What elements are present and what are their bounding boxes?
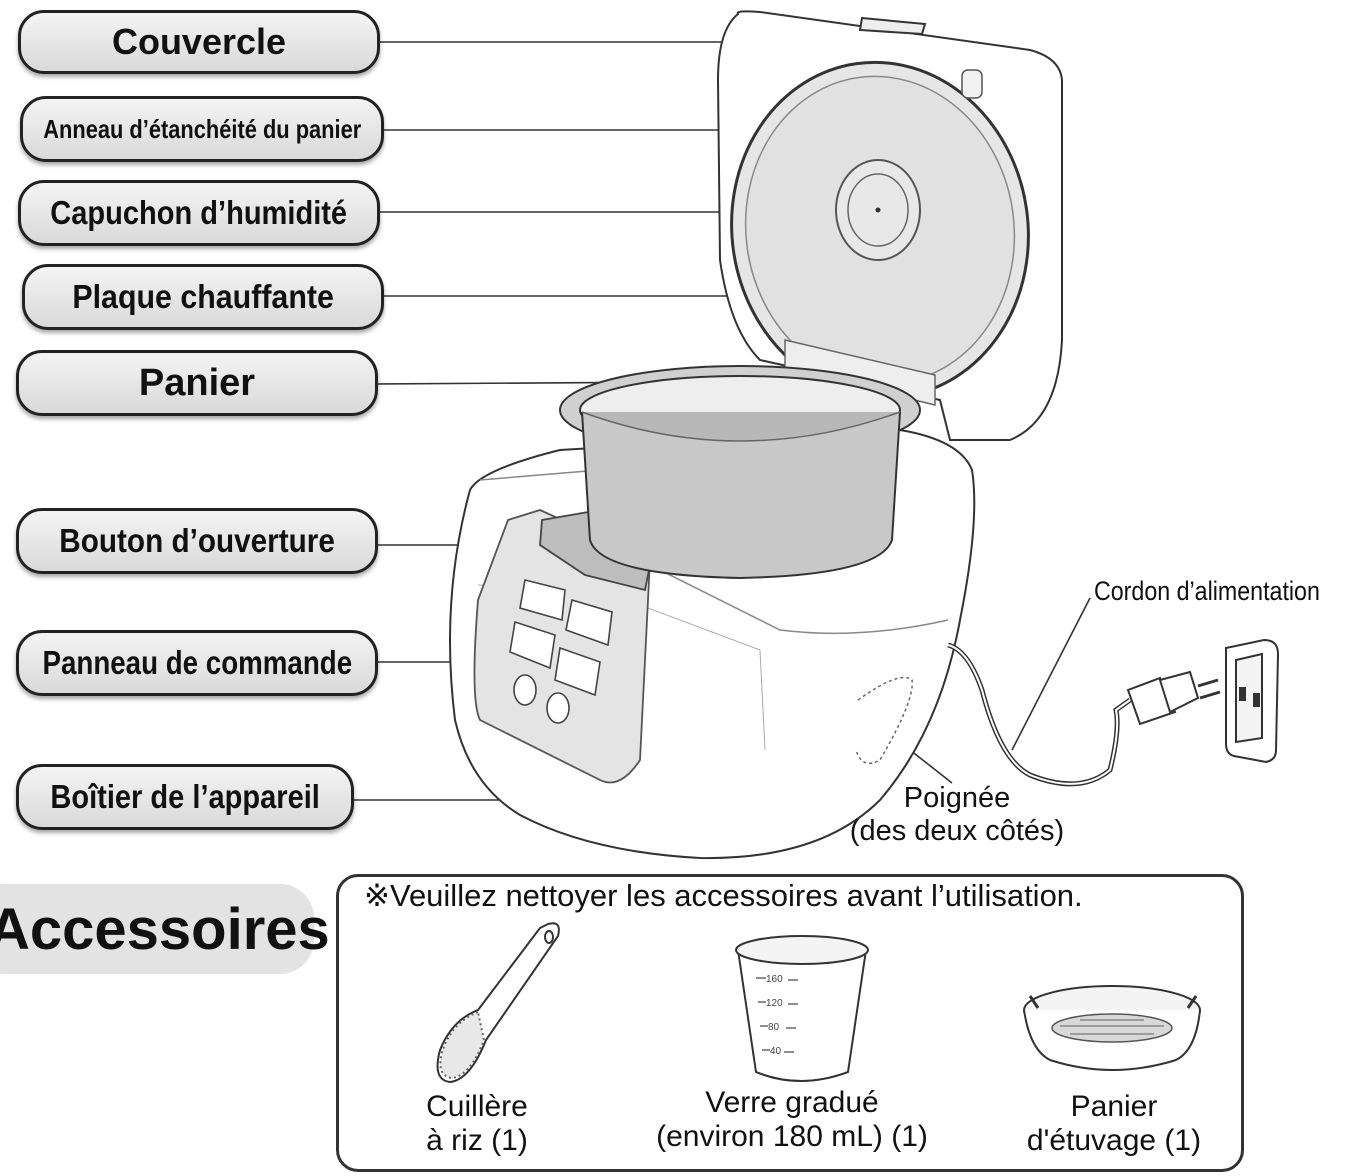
label-poignee-line1: Poignée [903,782,1011,814]
label-capuchon: Capuchon d’humidité [18,180,380,246]
accessories-box [336,874,1244,1172]
label-boitier: Boîtier de l’appareil [16,764,354,830]
lid [716,10,1063,441]
label-poignee: Poignée (des deux côtés) [832,782,1082,848]
measuring-cup-icon: 160 120 80 40 [735,935,869,1082]
label-panier: Panier [16,350,378,416]
label-anneau: Anneau d’étanchéité du panier [20,96,384,162]
wall-outlet [1225,638,1280,764]
power-cord [947,642,1221,787]
cup-mark-80: 80 [768,1022,780,1033]
accessory-caption-basket: Panier d'étuvage (1) [1026,1090,1202,1157]
cup-mark-40: 40 [770,1046,782,1057]
inner-pot [559,365,921,580]
label-panneau: Panneau de commande [16,630,378,696]
rice-spoon-icon [436,922,560,1084]
label-plaque: Plaque chauffante [22,264,384,330]
steam-basket-icon [1023,985,1201,1071]
accessory-caption-cup: Verre gradué (environ 180 mL) (1) [656,1086,928,1153]
accessories-note: ※Veuillez nettoyer les accessoires avant… [364,878,1083,913]
label-bouton: Bouton d’ouverture [16,508,378,574]
accessories-title: Accessoires [0,884,330,974]
cup-mark-120: 120 [766,998,783,1009]
accessory-caption-spoon: Cuillère à riz (1) [426,1090,528,1157]
label-poignee-line2: (des deux côtés) [849,815,1065,847]
label-cordon: Cordon d’alimentation [1094,576,1320,606]
label-couvercle: Couvercle [18,10,380,74]
cup-mark-160: 160 [766,974,783,985]
leader-cordon [1011,597,1091,751]
panel-buttons [509,579,613,724]
